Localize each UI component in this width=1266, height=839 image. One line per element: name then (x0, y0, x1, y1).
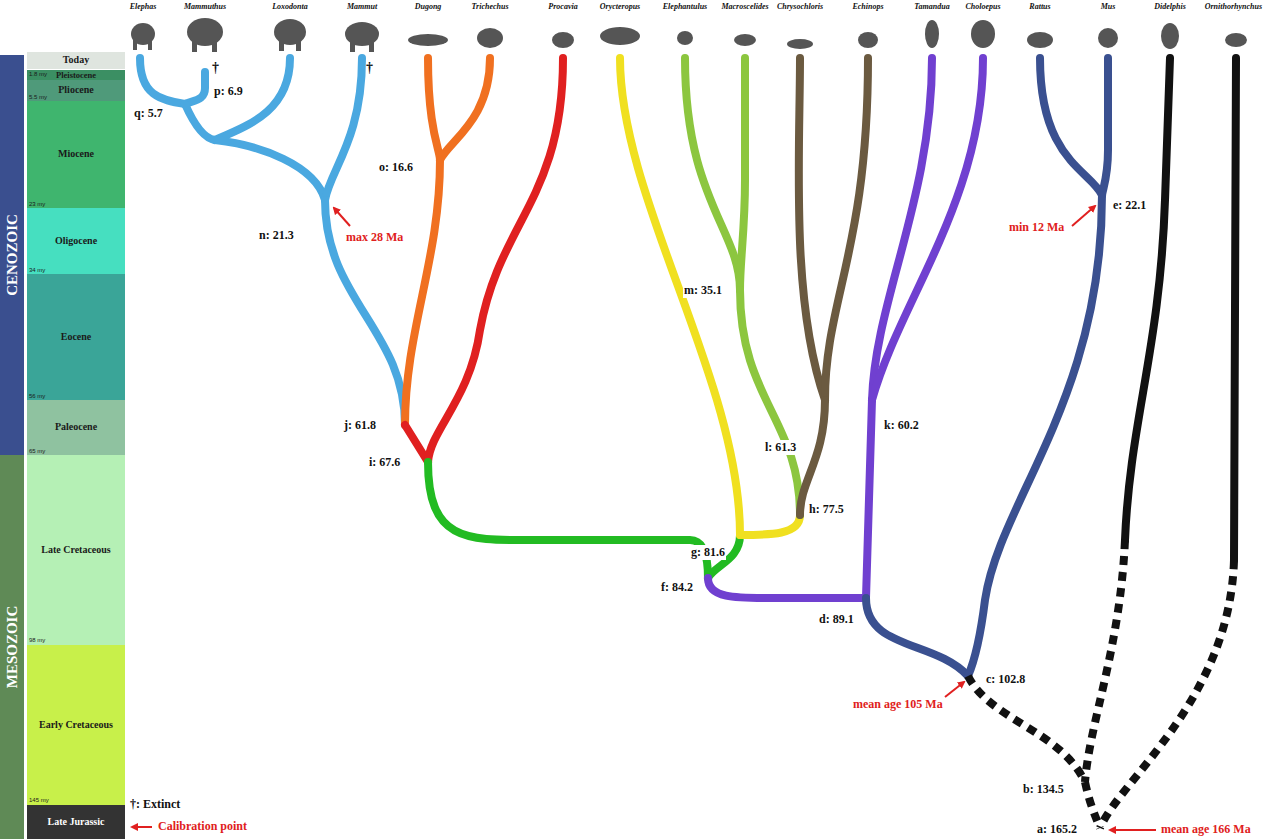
epoch-name: Late Cretaceous (41, 545, 111, 556)
boundary-age: 145 my (29, 797, 49, 803)
time-band: Paleocene (27, 400, 125, 455)
era-bar: MESOZOIC (0, 455, 24, 839)
node-age: b: 134.5 (1022, 782, 1065, 797)
taxon-name: Elephantulus (663, 2, 707, 11)
node-age: p: 6.9 (213, 84, 244, 99)
taxon-name: Mammuthus (184, 2, 226, 11)
taxon-name: Dugong (415, 2, 442, 11)
calibration-label: max 28 Ma (345, 230, 404, 245)
node-age: j: 61.8 (343, 418, 377, 433)
node-age: c: 102.8 (985, 672, 1026, 687)
epoch-name: Early Cretaceous (39, 720, 113, 731)
taxon-name: Mammut (347, 2, 377, 11)
calibration-label: min 12 Ma (1008, 220, 1065, 235)
era-bar: CENOZOIC (0, 55, 24, 455)
taxon-name: Orycteropus (600, 2, 640, 11)
taxon-name: Loxodonta (272, 2, 308, 11)
node-age: i: 67.6 (368, 455, 401, 470)
taxon-name: Rattus (1029, 2, 1050, 11)
boundary-age: 5.5 my (29, 94, 47, 100)
time-band: Eocene (27, 274, 125, 400)
node-age: l: 61.3 (764, 440, 797, 455)
legend-arrow-sample (130, 821, 154, 833)
legend-note: †: Extinct (130, 797, 180, 812)
node-age: q: 5.7 (133, 106, 164, 121)
calibration-label: mean age 166 Ma (1160, 822, 1252, 837)
taxon-name: Chrysochloris (777, 2, 823, 11)
node-age: h: 77.5 (808, 502, 845, 517)
boundary-age: 23 my (29, 201, 45, 207)
boundary-age: 65 my (29, 448, 45, 454)
boundary-age: 34 my (29, 267, 45, 273)
epoch-name: Paleocene (55, 422, 97, 433)
era-name: MESOZOIC (4, 606, 21, 689)
node-age: a: 165.2 (1036, 822, 1078, 837)
time-band: Miocene (27, 101, 125, 208)
taxon-name: Trichechus (471, 2, 508, 11)
time-band: Late Cretaceous (27, 455, 125, 645)
time-band: Late Jurassic (27, 805, 125, 839)
epoch-name: Miocene (58, 149, 94, 160)
taxon-name: Mus (1101, 2, 1116, 11)
calibration-label: mean age 105 Ma (852, 697, 944, 712)
time-band: Oligocene (27, 208, 125, 274)
epoch-name: Pleistocene (56, 71, 96, 80)
epoch-name: Eocene (61, 332, 92, 343)
node-age: g: 81.6 (690, 545, 726, 560)
taxon-name: Choloepus (965, 2, 1000, 11)
taxon-name: Procavia (548, 2, 577, 11)
boundary-age: 1.8 my (29, 71, 47, 77)
taxon-name: Macroscelides (721, 2, 768, 11)
taxon-name: Ornithorhynchus (1205, 2, 1262, 11)
taxon-name: Elephas (130, 2, 157, 11)
epoch-name: Pliocene (58, 85, 94, 96)
time-band: Early Cretaceous (27, 645, 125, 805)
taxon-name: Didelphis (1154, 2, 1186, 11)
boundary-age: 56 my (29, 393, 45, 399)
node-age: n: 21.3 (258, 228, 295, 243)
epoch-name: Late Jurassic (48, 817, 105, 828)
taxon-name: Tamandua (914, 2, 949, 11)
node-age: k: 60.2 (883, 418, 920, 433)
node-age: d: 89.1 (818, 612, 855, 627)
node-age: f: 84.2 (660, 580, 694, 595)
taxon-name: Echinops (852, 2, 883, 11)
extinct-mark: † (366, 60, 373, 76)
node-age: m: 35.1 (683, 283, 723, 298)
node-age: e: 22.1 (1112, 198, 1147, 213)
node-age: o: 16.6 (378, 160, 414, 175)
epoch-name: Oligocene (55, 236, 97, 247)
extinct-mark: † (212, 60, 219, 76)
boundary-age: 98 my (29, 637, 45, 643)
era-name: CENOZOIC (4, 214, 21, 296)
epoch-name: Today (63, 55, 89, 66)
legend-text: Calibration point (158, 819, 247, 834)
time-band: Today (27, 52, 125, 69)
